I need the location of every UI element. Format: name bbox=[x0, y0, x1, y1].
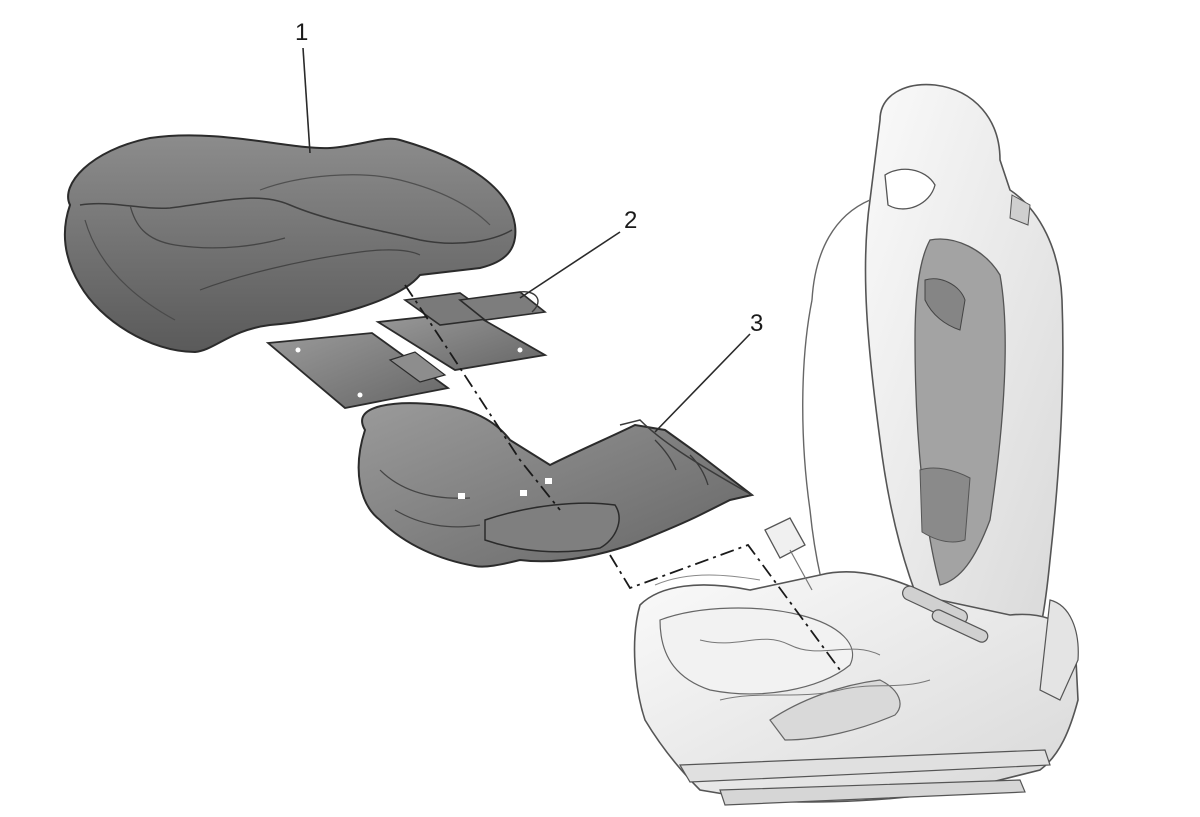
callout-3: 3 bbox=[750, 310, 763, 337]
leader-line-2 bbox=[519, 231, 621, 299]
seat-assembly bbox=[633, 83, 1079, 806]
leader-lines bbox=[302, 47, 751, 433]
seat-cushion-cover bbox=[63, 134, 517, 354]
seat-heater-pad bbox=[265, 291, 548, 409]
seat-cushion-pad bbox=[357, 402, 755, 568]
leader-line-1 bbox=[302, 47, 311, 154]
leader-line-3 bbox=[654, 333, 751, 433]
callout-1: 1 bbox=[295, 19, 308, 46]
assembly-guide-lines bbox=[404, 284, 841, 671]
callout-2: 2 bbox=[624, 207, 637, 234]
